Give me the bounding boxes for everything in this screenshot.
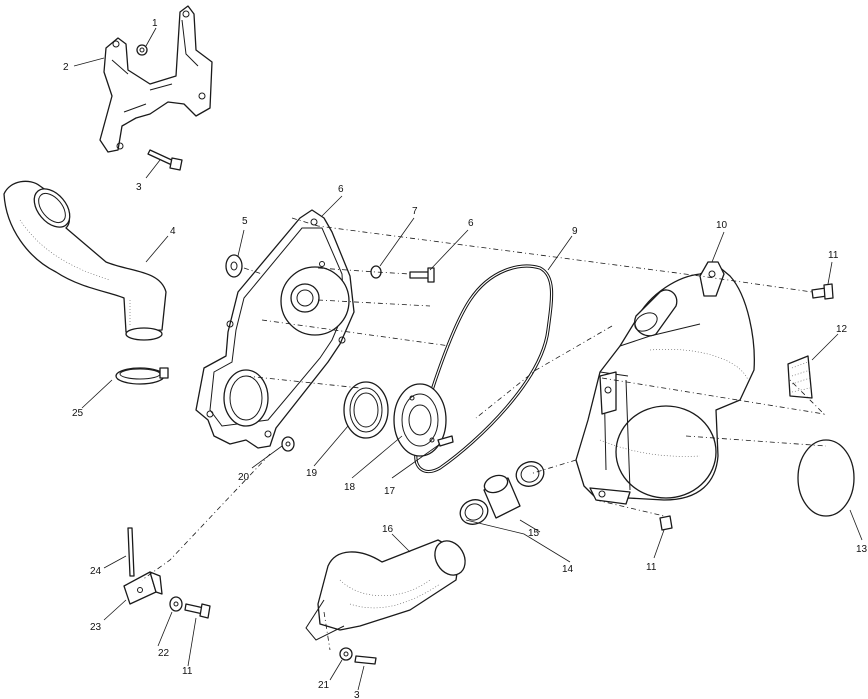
callout-4: 4 (170, 226, 176, 237)
callout-2: 2 (63, 62, 69, 73)
outer-clutch-cover (575, 261, 755, 505)
washer-20 (281, 436, 295, 452)
callout-11c: 11 (182, 666, 193, 677)
callout-6: 6 (338, 184, 344, 195)
callout-12: 12 (836, 324, 848, 335)
callout-10: 10 (716, 220, 728, 231)
retaining-pin-24 (127, 527, 135, 577)
mount-bracket-23 (123, 571, 163, 605)
callout-6b: 6 (468, 218, 474, 229)
callout-20: 20 (238, 472, 250, 483)
callout-1: 1 (152, 18, 158, 29)
callout-16: 16 (382, 524, 394, 535)
mounting-bracket (99, 5, 213, 153)
callout-18: 18 (344, 482, 356, 493)
callout-7: 7 (412, 206, 418, 217)
inner-clutch-cover (195, 209, 355, 449)
bracket-nut (136, 44, 148, 56)
callout-13: 13 (856, 544, 868, 555)
callout-11b: 11 (646, 562, 657, 573)
bolt-3-bottom (354, 655, 377, 665)
callout-5: 5 (242, 216, 248, 227)
callout-22: 22 (158, 648, 170, 659)
callout-14: 14 (562, 564, 574, 575)
callout-11: 11 (828, 250, 839, 261)
duct-clamp-lower (459, 499, 489, 525)
callout-23: 23 (90, 622, 102, 633)
screw-11-middle (659, 515, 673, 531)
callout-3b: 3 (354, 690, 360, 699)
decal-12 (787, 355, 813, 399)
washer-21 (339, 647, 353, 661)
callout-15: 15 (528, 528, 540, 539)
callout-21: 21 (318, 680, 330, 691)
duct-coupler (483, 474, 521, 519)
callout-labels: 1 2 3 4 5 6 7 6 9 10 11 12 13 11 14 15 1… (63, 18, 868, 699)
callout-24: 24 (90, 566, 102, 577)
elbow-duct (305, 539, 466, 641)
screw-11-top (811, 283, 834, 300)
callout-3: 3 (136, 182, 142, 193)
washer-22 (169, 596, 183, 612)
bracket-bolt (147, 149, 183, 171)
callout-17: 17 (384, 486, 396, 497)
disc-13 (797, 439, 855, 517)
seal-19 (343, 381, 389, 439)
callout-19: 19 (306, 468, 318, 479)
washer-5 (225, 254, 243, 278)
hose-clamp (115, 367, 169, 385)
callout-9: 9 (572, 226, 578, 237)
bearing-plate-18 (393, 383, 447, 457)
bolt-11-bottom (184, 603, 211, 619)
alignment-lines (141, 217, 827, 651)
callout-25: 25 (72, 408, 84, 419)
intake-duct-hose (3, 180, 167, 341)
leader-lines (73, 27, 863, 691)
